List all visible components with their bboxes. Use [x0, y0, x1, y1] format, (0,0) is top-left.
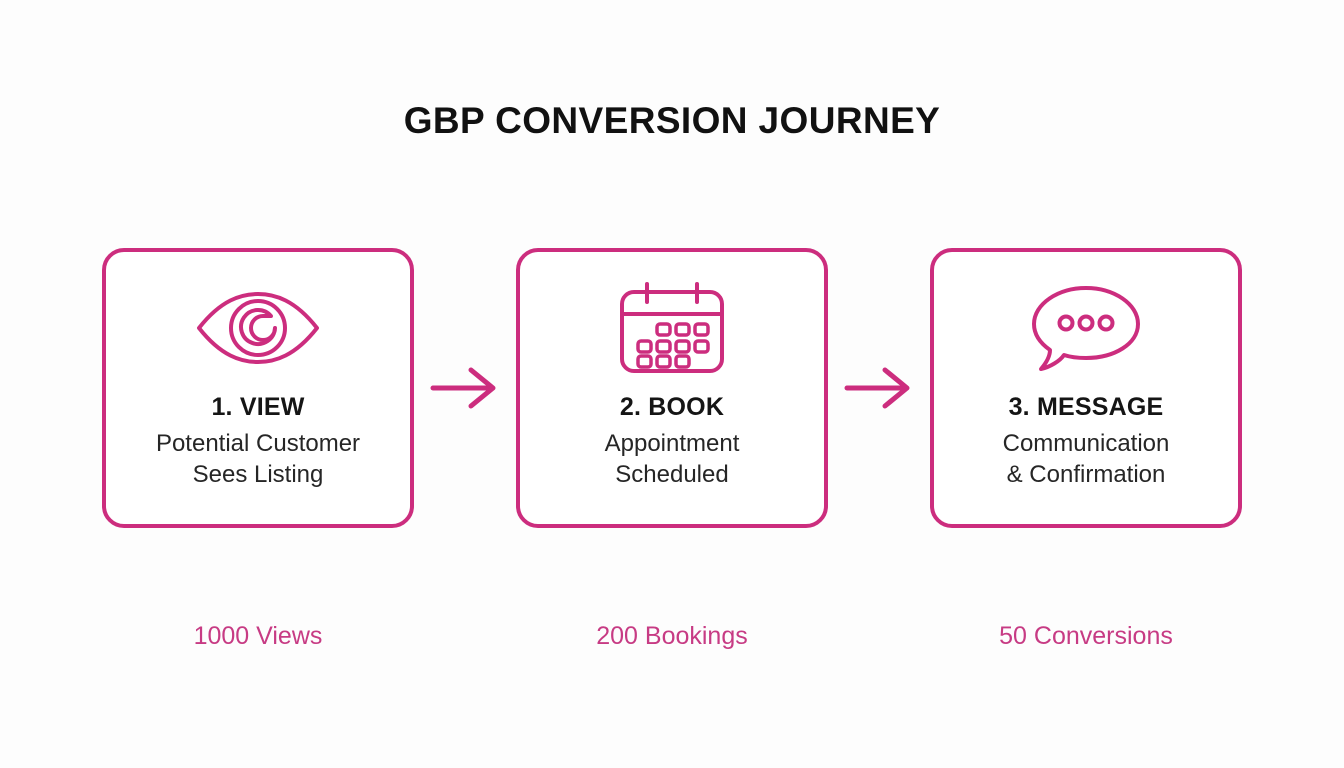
- journey-flow: 1. VIEW Potential Customer Sees Listing: [102, 248, 1242, 528]
- step-title: 2. BOOK: [619, 393, 725, 421]
- eye-icon: [188, 282, 328, 374]
- metric-conversions: 50 Conversions: [999, 622, 1173, 650]
- metric-views: 1000 Views: [193, 622, 323, 650]
- step-card-view[interactable]: 1. VIEW Potential Customer Sees Listing: [102, 248, 414, 528]
- arrow-right-icon: [415, 358, 515, 418]
- page-title: GBP CONVERSION JOURNEY: [403, 100, 941, 141]
- step-subtitle: Appointment Scheduled: [604, 430, 740, 488]
- calendar-icon: [602, 282, 742, 374]
- arrow-right-icon: [829, 358, 929, 418]
- step-card-book[interactable]: 2. BOOK Appointment Scheduled: [516, 248, 828, 528]
- step-subtitle: Communication & Confirmation: [1002, 430, 1170, 488]
- speech-bubble-icon: [1016, 282, 1156, 374]
- step-title: 3. MESSAGE: [1008, 393, 1164, 421]
- metric-bookings: 200 Bookings: [596, 622, 748, 650]
- metrics-row: 1000 Views 200 Bookings 50 Conversions: [102, 618, 1242, 654]
- step-subtitle: Potential Customer Sees Listing: [155, 430, 361, 488]
- step-title: 1. VIEW: [211, 393, 305, 421]
- step-card-message[interactable]: 3. MESSAGE Communication & Confirmation: [930, 248, 1242, 528]
